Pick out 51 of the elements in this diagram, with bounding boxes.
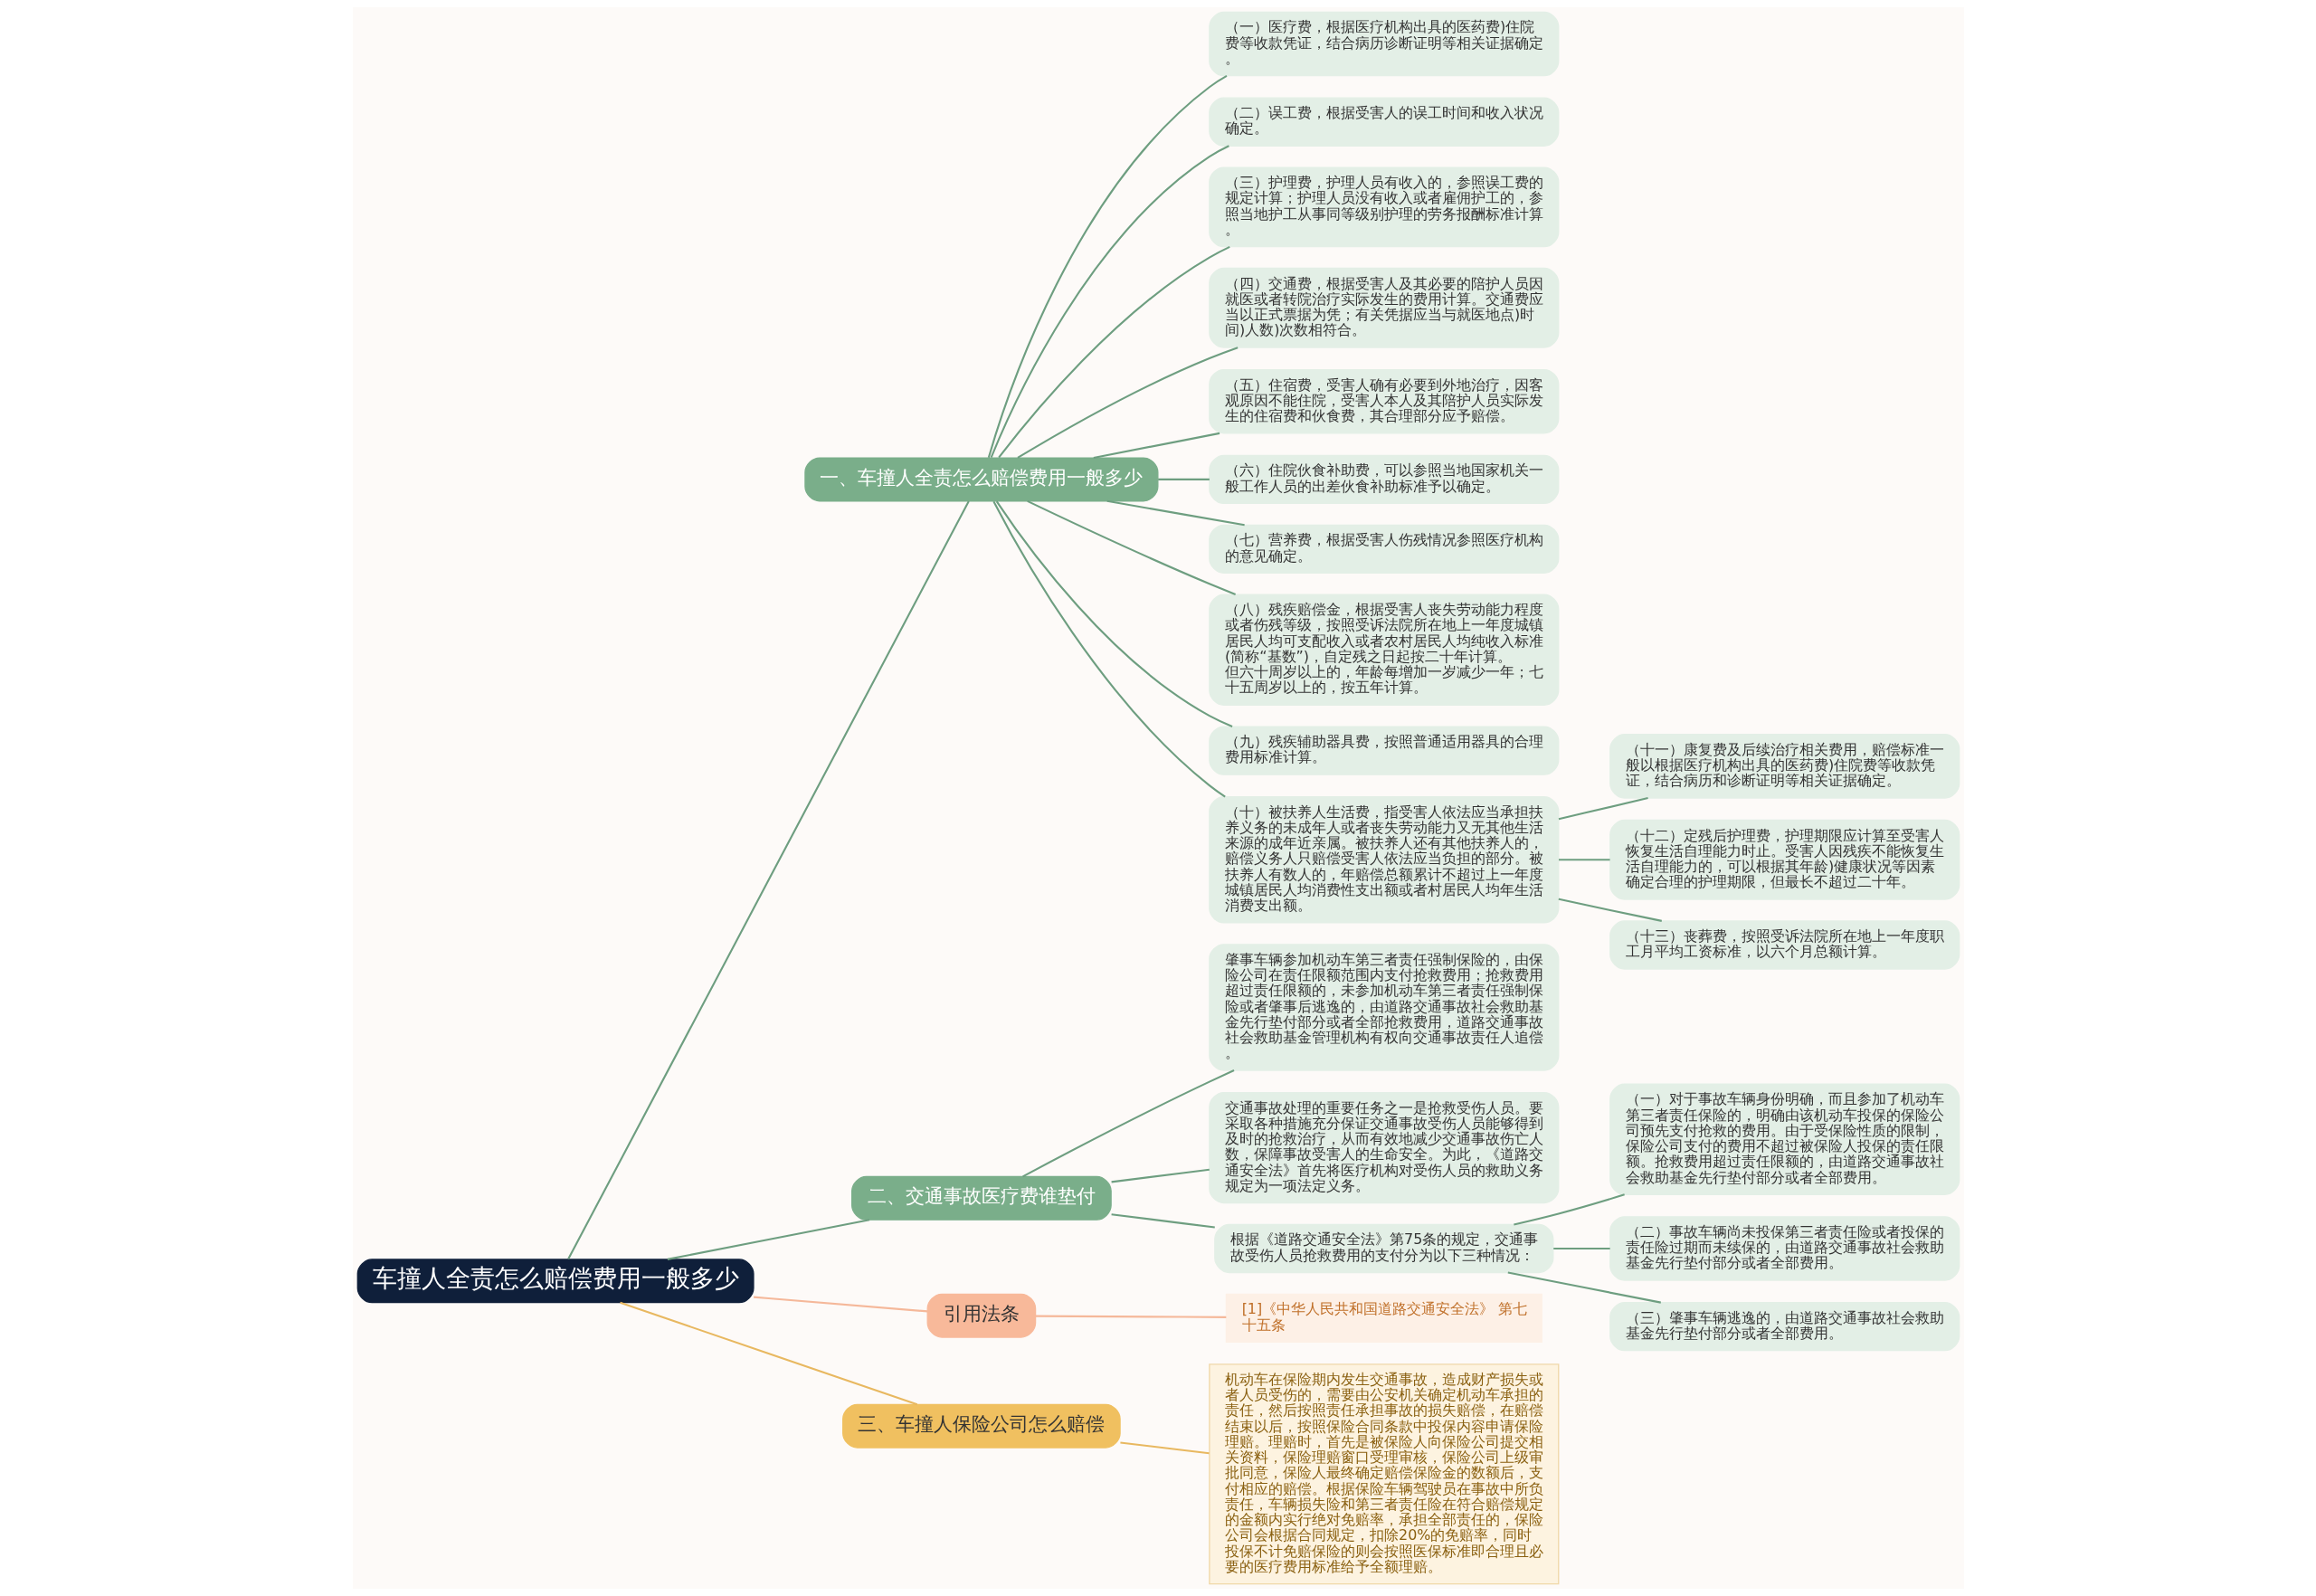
connector bbox=[1157, 478, 1210, 480]
node-box: 机动车在保险期内发生交通事故，造成财产损失或者人员受伤的，需要由公安机关确定机动车承担的责任，然后按照责任承担事故的损失赔偿，在赔偿结束以后，按照保险合同条款中投保内容申请保险理赔。理赔时，首先是被保险人向保险公司提交相关资料，保险理赔窗口受理审核，保险公司上级审批同意，保险人最终确定赔偿保险金的数额后，支付相应的赔偿。根据保险车辆驾驶员在事故中所负责任，车辆损失险和第三者责任险在符合赔偿规定的金额内实行绝对免赔率，承担全部责任的，保险公司会根据合同规定，扣除20%的免赔率，同时投保不计免赔保险的则会按照医保标准即合理且必要的医疗费用标准给予全额理赔。 bbox=[1208, 1363, 1559, 1585]
connector bbox=[1552, 1247, 1610, 1249]
node-box: （三）护理费，护理人员有收入的，参照误工费的规定计算；护理人员没有收入或者雇佣护工的，参照当地护工从事同等级别护理的劳务报酬标准计算。 bbox=[1208, 166, 1559, 248]
connector bbox=[995, 500, 1232, 727]
node-box: （二）误工费，根据受害人的误工时间和收入状况确定。 bbox=[1208, 97, 1559, 147]
node-box: （九）残疾辅助器具费，按照普通适用器具的合理费用标准计算。 bbox=[1208, 726, 1559, 775]
node-box: （十一）康复费及后续治疗相关费用，赔偿标准一般以根据医疗机构出具的医药费)住院费等收款凭证，结合病历和诊断证明等相关证据确定。 bbox=[1609, 734, 1960, 799]
node-box: （十）被扶养人生活费，指受害人依法应当承担扶养义务的未成年人或者丧失劳动能力又无其他生活来源的成年近亲属。被扶养人还有其他扶养人的，赔偿义务人只赔偿受害人依法应当负担的部分。被扶养人有数人的，年赔偿总额累计不超过上一年度城镇居民人均消费性支出额或者村居民人均年生活消费支出额。 bbox=[1208, 796, 1559, 924]
connector bbox=[619, 1301, 917, 1406]
connector bbox=[1558, 859, 1610, 861]
node-box: 根据《道路交通安全法》第75条的规定，交通事故受伤人员抢救费用的支付分为以下三种情况： bbox=[1213, 1223, 1553, 1274]
connector bbox=[1026, 499, 1236, 596]
node-box: （五）住宿费，受害人确有必要到外地治疗，因客观原因不能住院，受害人本人及其陪护人员实际发生的住宿费和伙食费，其合理部分应予赔偿。 bbox=[1208, 368, 1559, 434]
connector bbox=[1021, 1069, 1234, 1178]
connector bbox=[1110, 1168, 1210, 1183]
connector bbox=[987, 74, 1227, 458]
node-box: 一、车撞人全责怎么赔偿费用一般多少 bbox=[803, 457, 1158, 502]
node-box: （六）住院伙食补助费，可以参照当地国家机关一般工作人员的出差伙食补助标准予以确定。 bbox=[1208, 454, 1559, 505]
node-box: 交通事故处理的重要任务之一是抢救受伤人员。要采取各种措施充分保证交通事故受伤人员能够得到及时的抢救治疗，从而有效地减少交通事故伤亡人数，保障事故受害人的生命安全。为此，《道路交通安全法》首先将医疗机构对受伤人员的救助义务规定为一项法定义务。 bbox=[1208, 1091, 1559, 1204]
connector bbox=[1558, 898, 1662, 922]
node-box: （四）交通费，根据受害人及其必要的陪护人员因就医或者转院治疗实际发生的费用计算。交通费应当以正式票据为凭；有关凭据应当与就医地点)时间)人数)次数相符合。 bbox=[1208, 267, 1559, 348]
connector bbox=[997, 245, 1230, 459]
connector bbox=[1507, 1271, 1661, 1304]
node-box: （一）医疗费，根据医疗机构出具的医药费)住院费等收款凭证，结合病历诊断证明等相关证据确定。 bbox=[1208, 11, 1559, 77]
connector bbox=[1110, 1213, 1215, 1229]
node-box: 肇事车辆参加机动车第三者责任强制保险的，由保险公司在责任限额范围内支付抢救费用；抢救费用超过责任限额的，未参加机动车第三者责任强制保险或者肇事后逃逸的，由道路交通事故社会救助基金先行垫付部分或者全部抢救费用，道路交通事故社会救助基金管理机构有权向交通事故责任人追偿。 bbox=[1208, 944, 1559, 1071]
connector bbox=[992, 500, 1226, 798]
connector bbox=[1513, 1193, 1625, 1226]
node-box: （十三）丧葬费，按照受诉法院所在地上一年度职工月平均工资标准，以六个月总额计算。 bbox=[1609, 920, 1960, 970]
connector bbox=[1558, 797, 1648, 821]
connector bbox=[667, 1219, 869, 1260]
node-box: [1]《中华人民共和国道路交通安全法》 第七十五条 bbox=[1225, 1293, 1542, 1344]
node-box: （二）事故车辆尚未投保第三者责任险或者投保的责任险过期而未续保的，由道路交通事故社会救助基金先行垫付部分或者全部费用。 bbox=[1609, 1216, 1960, 1281]
node-box: （三）肇事车辆逃逸的，由道路交通事故社会救助基金先行垫付部分或者全部费用。 bbox=[1609, 1301, 1960, 1352]
connector bbox=[1106, 499, 1245, 527]
node-box: 引用法条 bbox=[926, 1293, 1036, 1338]
connector bbox=[1093, 432, 1220, 460]
connector bbox=[1119, 1441, 1210, 1455]
node-box: 二、交通事故医疗费谁垫付 bbox=[850, 1175, 1112, 1221]
node-box: （八）残疾赔偿金，根据受害人丧失劳动能力程度或者伤残等级，按照受诉法院所在地上一年度城镇居民人均可支配收入或者农村居民人均纯收入标准(简称“基数”)，自定残之日起按二十年计算。但六十周岁以上的，年龄每增加一岁减少一年；七十五周岁以上的，按五年计算。 bbox=[1208, 594, 1559, 706]
connector bbox=[1016, 347, 1239, 459]
connector bbox=[566, 500, 970, 1260]
connector bbox=[753, 1296, 927, 1313]
connector bbox=[1035, 1315, 1226, 1318]
node-box: （七）营养费，根据受害人伤残情况参照医疗机构的意见确定。 bbox=[1208, 524, 1559, 574]
node-box: （十二）定残后护理费，护理期限应计算至受害人恢复生活自理能力时止。受害人因残疾不能恢复生活自理能力的，可以根据其年龄)健康状况等因素确定合理的护理期限，但最长不超过二十年。 bbox=[1609, 819, 1960, 900]
connector bbox=[990, 145, 1229, 458]
node-box: 车撞人全责怎么赔偿费用一般多少 bbox=[356, 1259, 755, 1304]
node-box: 三、车撞人保险公司怎么赔偿 bbox=[841, 1403, 1121, 1449]
node-box: （一）对于事故车辆身份明确，而且参加了机动车第三者责任保险的，明确由该机动车投保的保险公司预先支付抢救的费用。由于受保险性质的限制，保险公司支付的费用不超过被保险人投保的责任限额。抢救费用超过责任限额的，由道路交通事故社会救助基金先行垫付部分或者全部费用。 bbox=[1609, 1083, 1960, 1195]
